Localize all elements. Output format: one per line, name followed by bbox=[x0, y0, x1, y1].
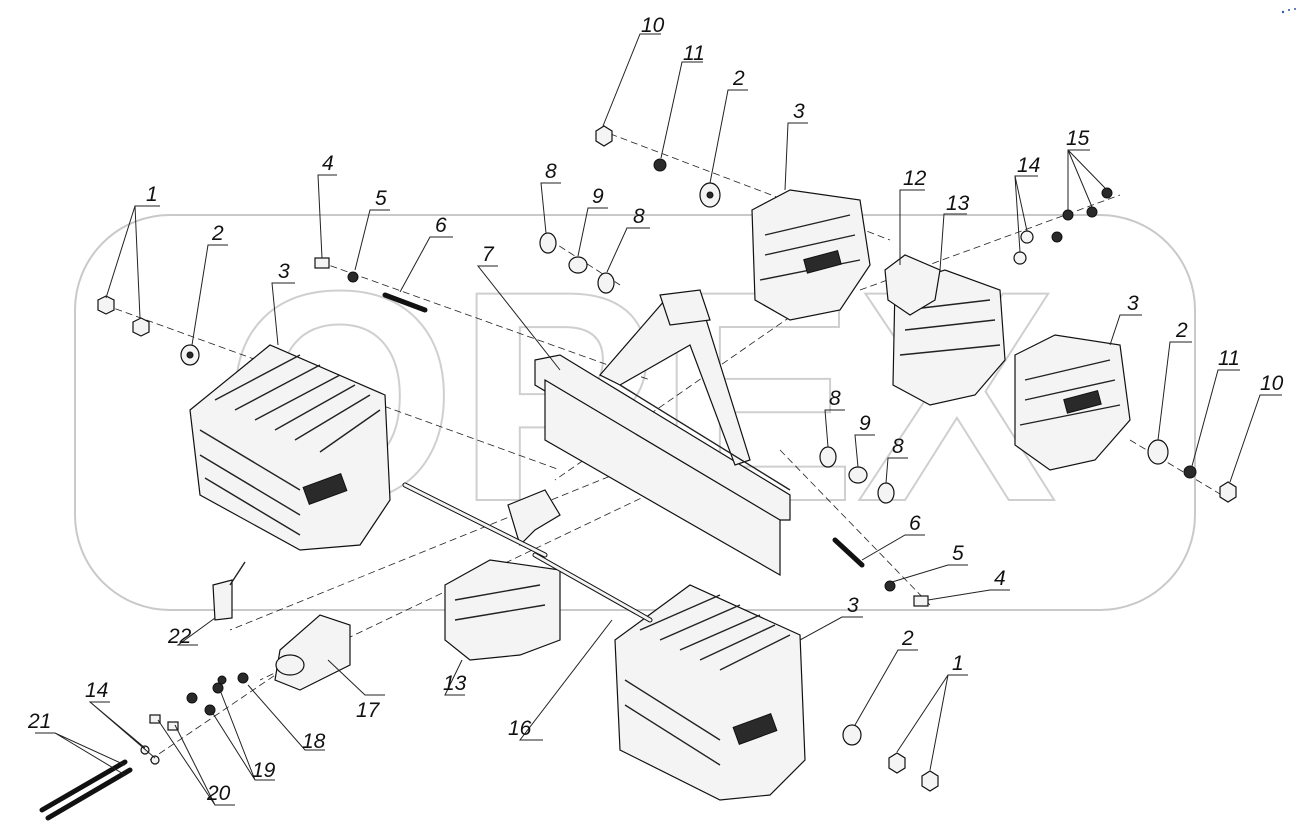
callout-6-left: 6 bbox=[435, 214, 447, 237]
callout-13-bottom: 13 bbox=[443, 672, 467, 695]
callout-14-top: 14 bbox=[1017, 154, 1040, 177]
callout-2-right: 2 bbox=[1175, 319, 1188, 342]
callout-8-left-a: 8 bbox=[545, 160, 557, 183]
fasteners bbox=[97, 125, 1237, 792]
callout-21: 21 bbox=[27, 710, 51, 733]
callout-13-top: 13 bbox=[946, 192, 970, 215]
corner-marks bbox=[1281, 8, 1296, 14]
callout-16: 16 bbox=[508, 717, 532, 740]
callout-3-top: 3 bbox=[793, 100, 805, 123]
front-frame bbox=[534, 289, 791, 577]
callout-5-left: 5 bbox=[375, 187, 387, 210]
callout-4-left: 4 bbox=[322, 152, 334, 175]
callout-11-right: 11 bbox=[1218, 347, 1240, 370]
weight-upper-right bbox=[1014, 334, 1131, 471]
callout-10-right: 10 bbox=[1260, 372, 1284, 395]
callout-22: 22 bbox=[167, 625, 192, 648]
weight-upper-left bbox=[751, 189, 871, 321]
callout-9-left: 9 bbox=[592, 185, 604, 208]
callout-6-right: 6 bbox=[909, 512, 921, 535]
callout-14-bottom: 14 bbox=[85, 679, 108, 702]
callout-1-bottom: 1 bbox=[952, 652, 964, 675]
weight-upper-middle bbox=[884, 254, 1006, 406]
callout-9-right: 9 bbox=[859, 412, 871, 435]
callout-4-right: 4 bbox=[994, 567, 1006, 590]
weight-stack-bottom bbox=[614, 584, 806, 801]
callout-17: 17 bbox=[356, 699, 381, 722]
tow-bracket bbox=[444, 489, 561, 661]
callout-2-bottom: 2 bbox=[901, 627, 914, 650]
callout-19: 19 bbox=[252, 759, 276, 782]
callout-15: 15 bbox=[1066, 127, 1090, 150]
callout-20: 20 bbox=[206, 782, 231, 805]
callout-11-top: 11 bbox=[683, 42, 705, 65]
rods bbox=[39, 292, 865, 821]
callout-10-top: 10 bbox=[641, 14, 665, 37]
callout-8-right-a: 8 bbox=[829, 387, 841, 410]
callout-2-top: 2 bbox=[732, 67, 745, 90]
callout-3-left: 3 bbox=[278, 260, 290, 283]
callout-3-bottom: 3 bbox=[847, 594, 859, 617]
leader-lines bbox=[35, 33, 1282, 806]
callout-2-left: 2 bbox=[211, 222, 224, 245]
weight-stack-left bbox=[189, 344, 391, 551]
callout-12: 12 bbox=[903, 167, 927, 190]
callout-labels: 10 11 2 3 15 14 12 13 1 2 3 4 5 6 7 8 9 … bbox=[27, 14, 1284, 805]
callout-5-right: 5 bbox=[952, 542, 964, 565]
drawbar bbox=[274, 614, 351, 691]
callout-18: 18 bbox=[302, 730, 326, 753]
callout-3-right: 3 bbox=[1127, 292, 1139, 315]
callout-8-left-b: 8 bbox=[633, 205, 645, 228]
callout-7: 7 bbox=[482, 243, 495, 266]
callout-1-left: 1 bbox=[146, 183, 158, 206]
callout-8-right-b: 8 bbox=[892, 435, 904, 458]
lock-pin bbox=[212, 561, 246, 621]
